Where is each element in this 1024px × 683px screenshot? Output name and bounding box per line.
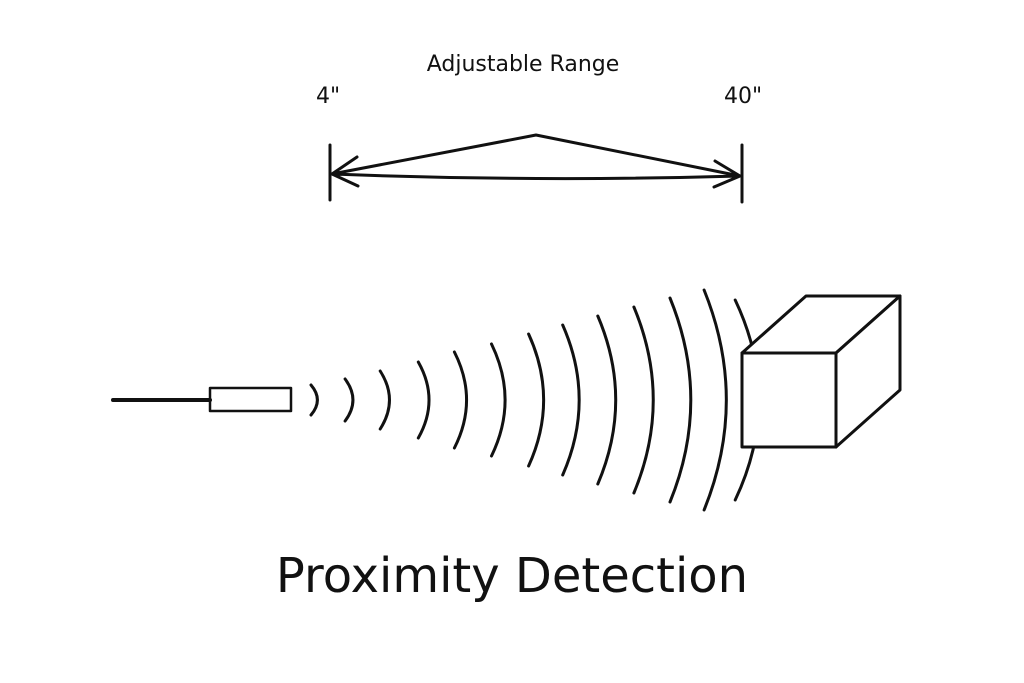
detection-waves (309, 288, 761, 512)
wave-arc (702, 288, 728, 512)
diagram-title: Proximity Detection (275, 548, 749, 604)
wave-arc (378, 369, 391, 431)
wave-arc (490, 342, 507, 458)
range-arrow (330, 133, 742, 189)
range-min-label: 4" (316, 84, 341, 109)
wave-arc (561, 323, 581, 477)
wave-arc (309, 383, 319, 417)
wave-arc (416, 360, 431, 440)
wave-arc (668, 296, 693, 504)
target-object (740, 294, 902, 449)
range-title: Adjustable Range (426, 52, 620, 77)
wave-arc (632, 305, 655, 495)
wave-arc (452, 350, 468, 450)
range-max-label: 40" (724, 84, 763, 109)
sensor-body (208, 386, 293, 413)
wave-arc (527, 332, 546, 468)
wave-arc (596, 314, 618, 486)
wave-arc (343, 377, 355, 423)
